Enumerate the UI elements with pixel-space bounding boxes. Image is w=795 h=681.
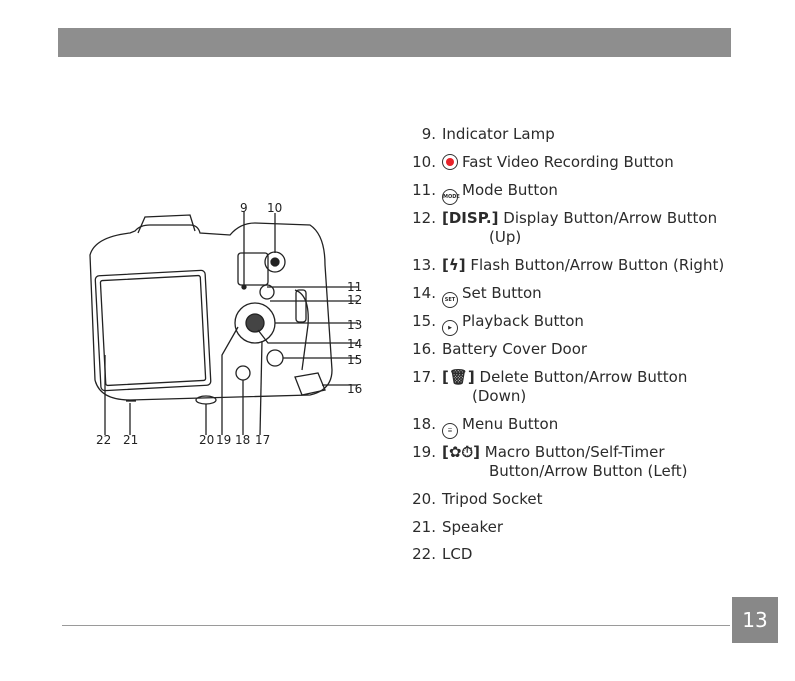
- callout-21: 21: [123, 433, 139, 447]
- item-number: 13.: [412, 256, 436, 274]
- item-number: 14.: [412, 284, 436, 302]
- item-number: 10.: [412, 153, 436, 171]
- item-text-2: Button/Arrow Button (Left): [489, 462, 688, 480]
- item-number: 16.: [412, 340, 436, 358]
- item-number: 19.: [412, 443, 436, 461]
- callout-15: 15: [347, 353, 363, 367]
- item-text: Speaker: [442, 518, 504, 536]
- item-text: Indicator Lamp: [442, 125, 555, 143]
- callout-17: 17: [255, 433, 271, 447]
- item-text: Macro Button/Self-Timer: [484, 443, 665, 461]
- item-number: 12.: [412, 209, 436, 227]
- callout-10: 10: [267, 201, 283, 215]
- item-text: Tripod Socket: [442, 490, 543, 508]
- menu-icon: ☰: [442, 423, 458, 439]
- item-number: 9.: [421, 125, 436, 143]
- trash-icon: [🗑]: [442, 368, 475, 386]
- item-text: Delete Button/Arrow Button: [479, 368, 688, 386]
- item-text: Display Button/Arrow Button: [503, 209, 718, 227]
- callout-13: 13: [347, 318, 363, 332]
- callout-19: 19: [216, 433, 232, 447]
- header-bar: [58, 28, 731, 57]
- set-icon: SET: [442, 292, 458, 308]
- footer-rule: [62, 625, 730, 626]
- item-text: Set Button: [462, 284, 542, 302]
- item-text: Battery Cover Door: [442, 340, 588, 358]
- item-number: 22.: [412, 545, 436, 563]
- callout-16: 16: [347, 382, 363, 396]
- item-number: 21.: [412, 518, 436, 536]
- flash-icon: [ϟ]: [442, 256, 466, 274]
- item-text: LCD: [442, 545, 473, 563]
- item-text: Fast Video Recording Button: [462, 153, 674, 171]
- callout-22: 22: [96, 433, 112, 447]
- item-text: Menu Button: [462, 415, 559, 433]
- record-dot-icon: [442, 154, 458, 170]
- item-text: Playback Button: [462, 312, 584, 330]
- item-number: 18.: [412, 415, 436, 433]
- playback-icon: ▶: [442, 320, 458, 336]
- camera-back-illustration: [70, 195, 370, 455]
- item-number: 20.: [412, 490, 436, 508]
- callout-18: 18: [235, 433, 251, 447]
- item-text-2: (Up): [489, 228, 522, 246]
- item-number: 15.: [412, 312, 436, 330]
- item-text-2: (Down): [472, 387, 527, 405]
- item-text: Mode Button: [462, 181, 558, 199]
- callout-11: 11: [347, 280, 363, 294]
- callout-14: 14: [347, 337, 363, 351]
- item-text: Flash Button/Arrow Button (Right): [470, 256, 725, 274]
- item-number: 11.: [412, 181, 436, 199]
- item-number: 17.: [412, 368, 436, 386]
- callout-20: 20: [199, 433, 215, 447]
- disp-icon: [DISP.]: [442, 209, 499, 227]
- camera-drawing: [89, 211, 358, 436]
- macro-timer-icon: [✿⏱]: [442, 443, 480, 461]
- callout-9: 9: [240, 201, 248, 215]
- mode-icon: MODE: [442, 189, 460, 205]
- page-number: 13: [732, 597, 778, 643]
- callout-12: 12: [347, 293, 363, 307]
